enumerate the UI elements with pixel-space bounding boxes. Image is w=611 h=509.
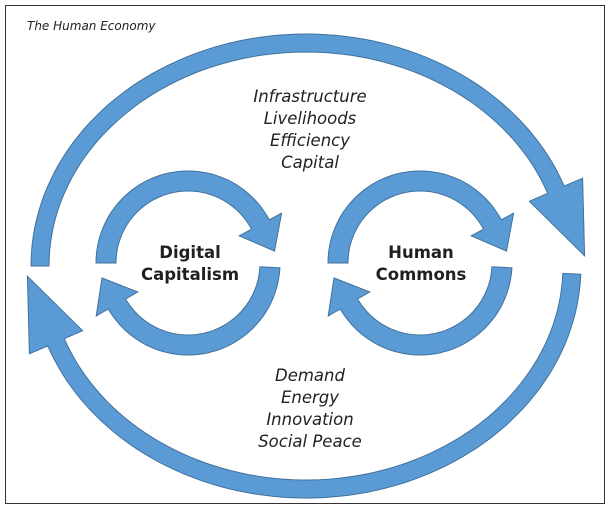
human-commons-top-arrow: [327, 170, 515, 264]
top-labels: Infrastructure Livelihoods Efficiency Ca…: [210, 86, 410, 174]
label-infrastructure: Infrastructure: [253, 87, 367, 106]
human-commons-line1: Human: [388, 243, 454, 262]
digital-capitalism-line2: Capitalism: [140, 265, 240, 284]
digital-capitalism-line1: Digital: [159, 243, 221, 262]
label-innovation: Innovation: [266, 410, 354, 429]
human-commons-line2: Commons: [375, 265, 467, 284]
digital-capitalism-top-arrow: [95, 170, 283, 264]
digital-capitalism-label: Digital Capitalism: [120, 242, 260, 286]
diagram-title: The Human Economy: [27, 19, 156, 33]
label-demand: Demand: [275, 366, 345, 385]
bottom-labels: Demand Energy Innovation Social Peace: [210, 365, 410, 453]
label-energy: Energy: [280, 388, 340, 407]
digital-capitalism-bottom-arrow: [95, 266, 281, 356]
label-capital: Capital: [281, 153, 339, 172]
label-livelihoods: Livelihoods: [263, 109, 357, 128]
human-commons-label: Human Commons: [351, 242, 491, 286]
outer-bottom-arrow: [26, 272, 582, 499]
human-commons-bottom-arrow: [327, 266, 513, 356]
diagram-frame: [5, 5, 605, 504]
outer-top-arrow: [30, 33, 586, 267]
label-efficiency: Efficiency: [269, 131, 351, 150]
label-social-peace: Social Peace: [258, 432, 362, 451]
